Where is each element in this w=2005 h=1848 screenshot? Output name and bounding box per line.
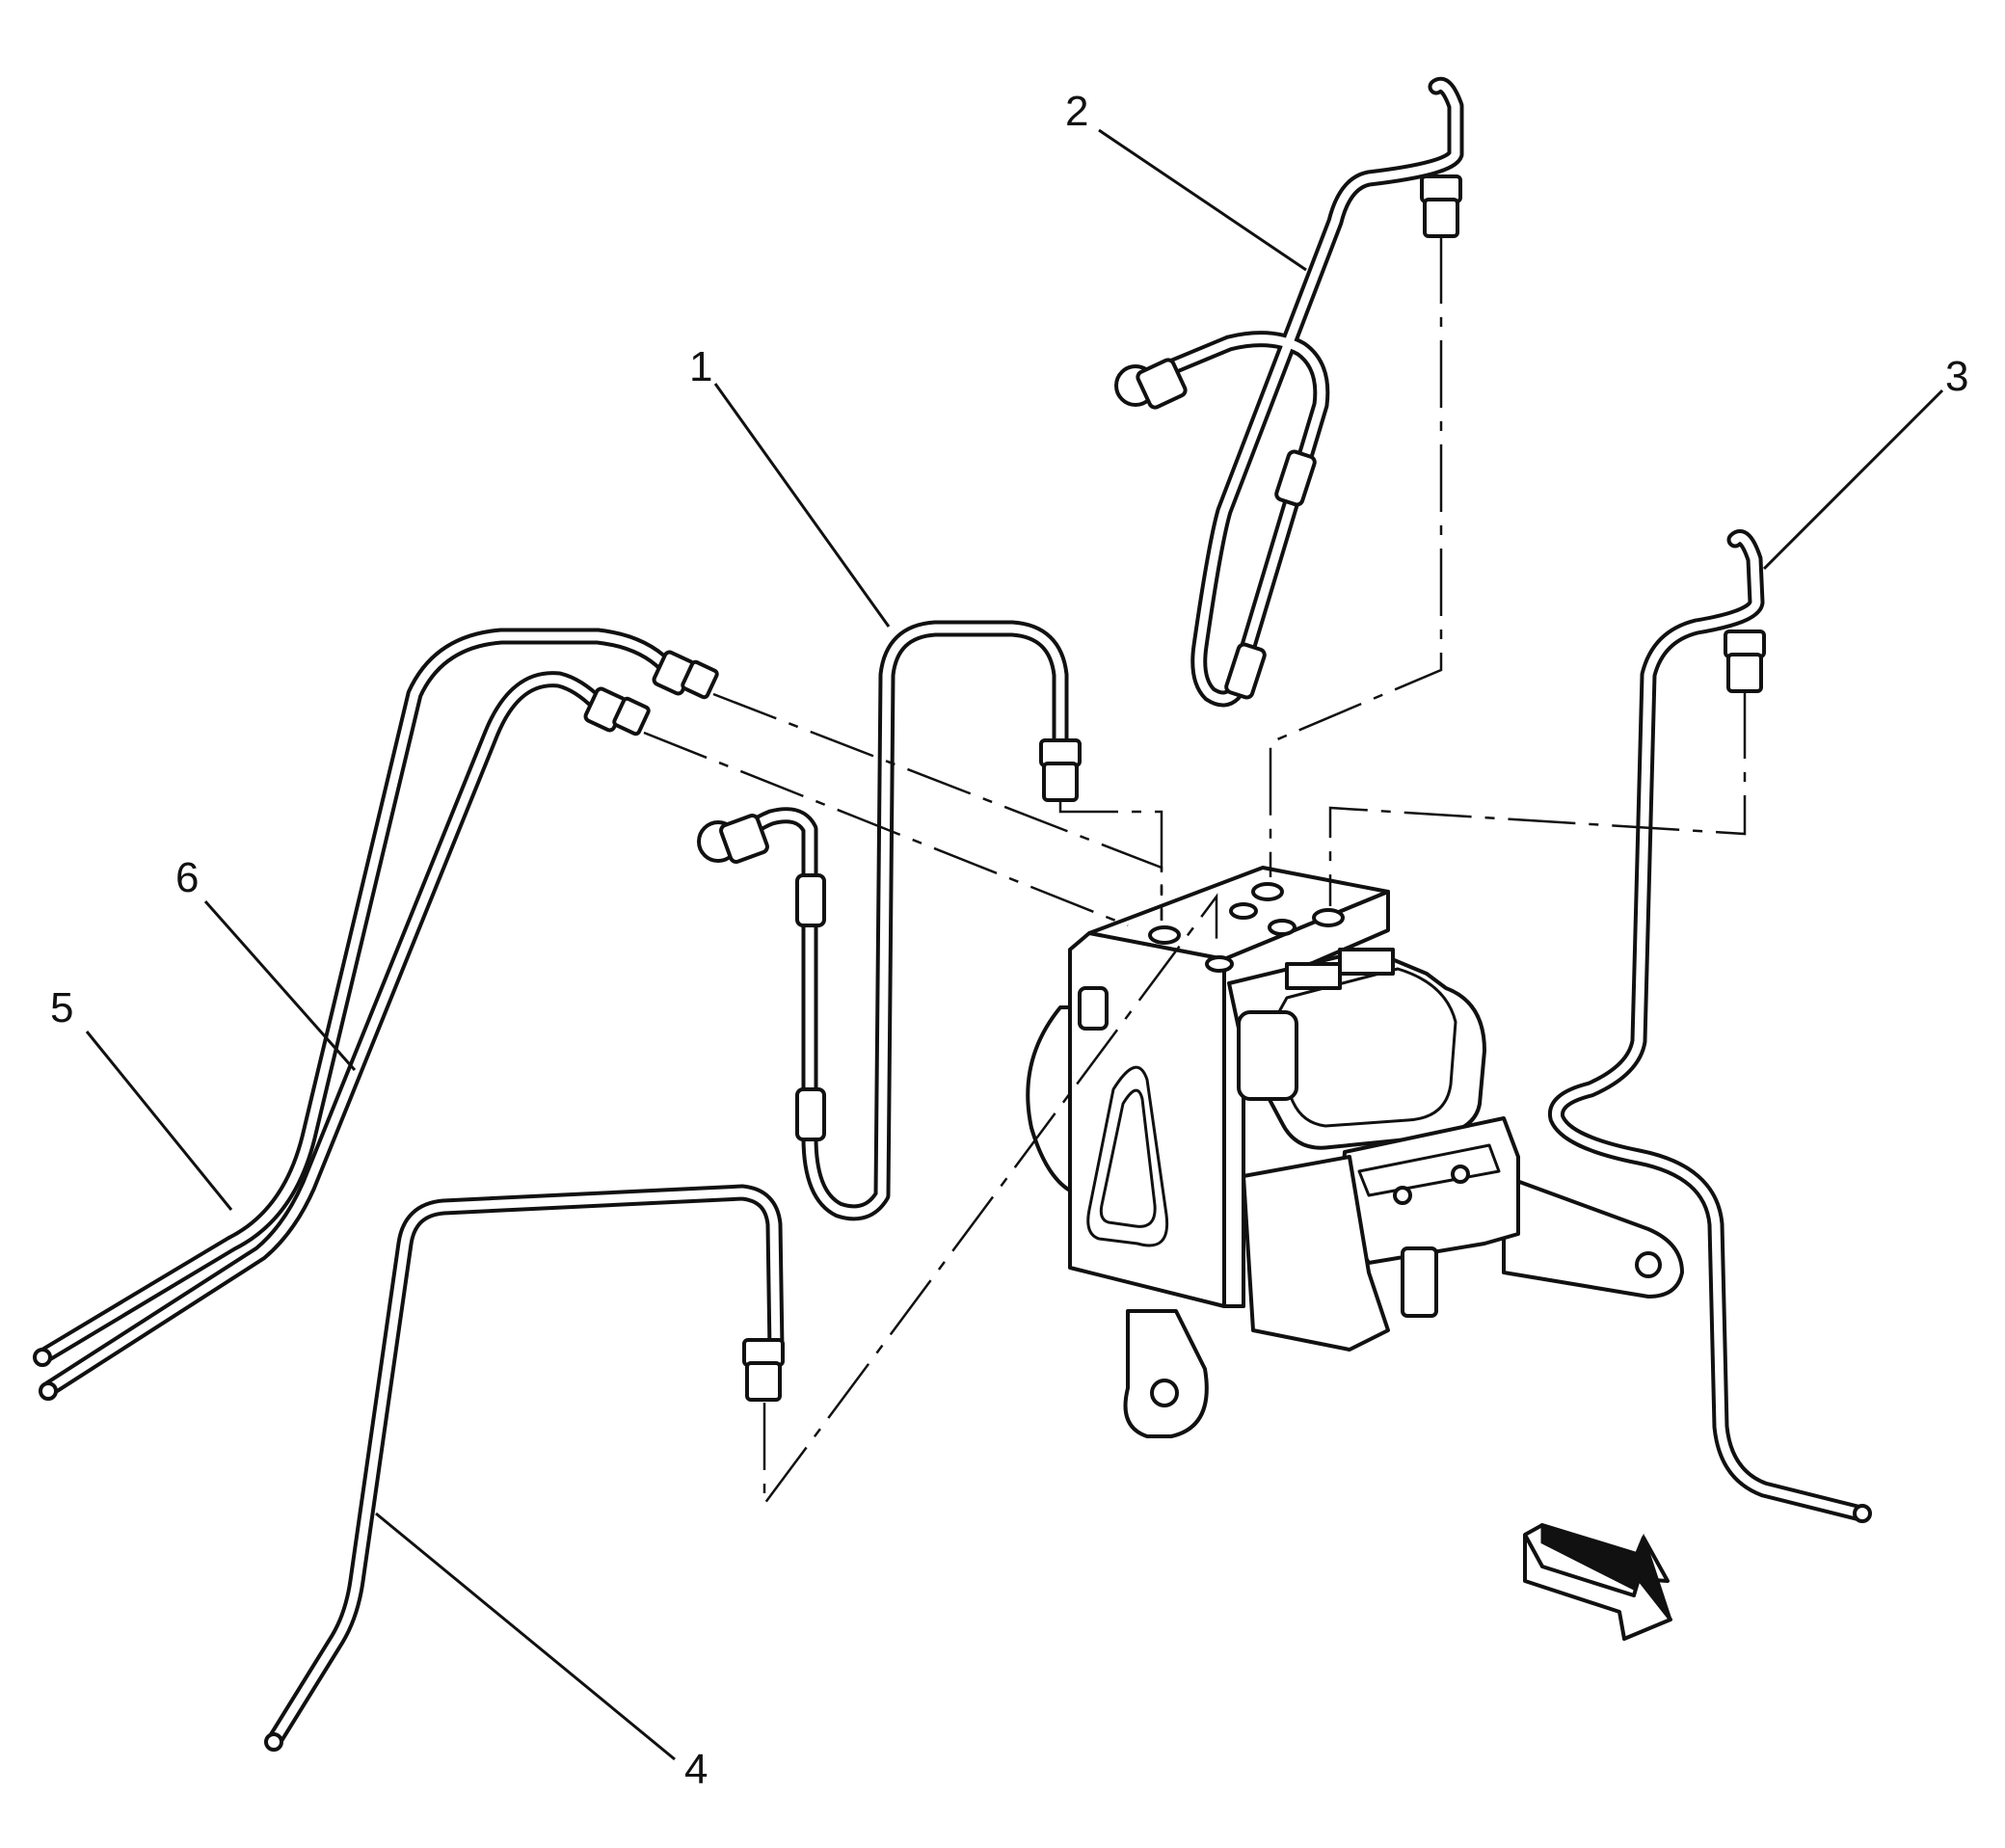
brake-pipe-4 <box>266 1184 785 1749</box>
fitting-pipe-5 <box>652 650 719 700</box>
abs-modulator <box>1026 866 1684 1438</box>
pipe-end-4 <box>264 1732 283 1752</box>
fitting-pipe-4 <box>742 1338 785 1402</box>
forward-arrow-icon <box>1523 1522 1672 1641</box>
callout-6: 6 <box>175 854 199 901</box>
brake-pipe-5 <box>38 628 674 1363</box>
fitting-pipe-2 <box>1420 174 1462 238</box>
hose-fitting-1a <box>697 814 826 1141</box>
alignment-centerlines <box>643 236 1747 1508</box>
callout-1: 1 <box>689 343 712 390</box>
pipe-end-5 <box>33 1348 52 1367</box>
pipe-end-6 <box>39 1381 58 1401</box>
fitting-pipe-1 <box>1039 738 1082 802</box>
callout-2: 2 <box>1065 88 1088 135</box>
hose-fitting-2a <box>1114 358 1317 700</box>
callout-leaders <box>85 128 1944 1761</box>
brake-pipe-2 <box>1158 76 1464 708</box>
brake-pipe-1 <box>737 620 1069 1221</box>
brake-pipe-6 <box>41 671 606 1397</box>
callout-5: 5 <box>50 984 73 1031</box>
pipe-end-3 <box>1853 1504 1872 1523</box>
callout-4: 4 <box>684 1746 708 1793</box>
brake-pipe-3 <box>1548 529 1869 1522</box>
fitting-pipe-6 <box>583 686 651 737</box>
callout-3: 3 <box>1945 353 1968 400</box>
fitting-pipe-3 <box>1724 629 1766 693</box>
